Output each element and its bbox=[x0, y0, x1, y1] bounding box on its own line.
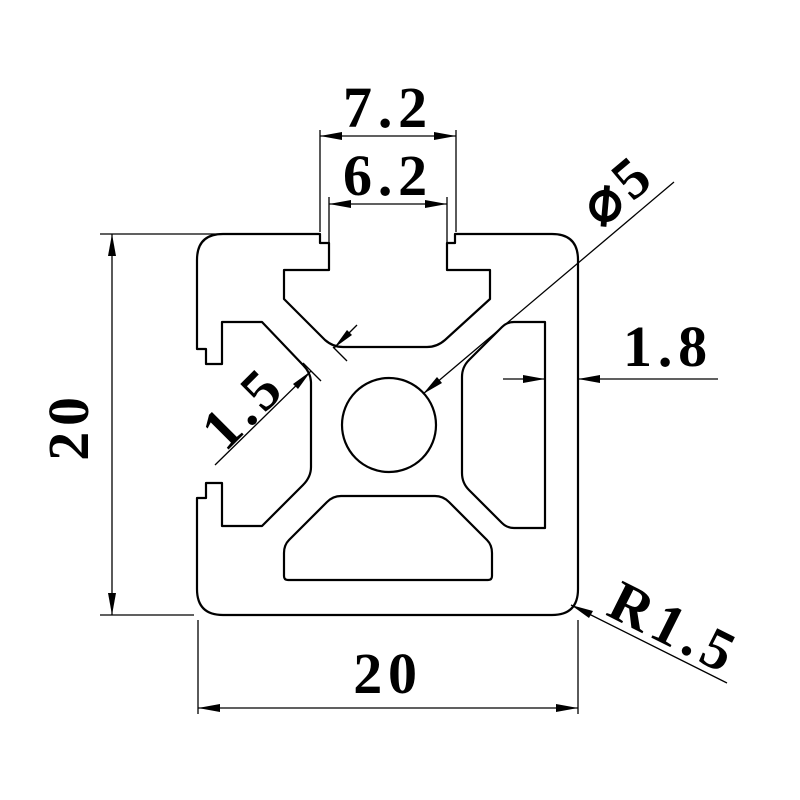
arrow-left-icon bbox=[578, 375, 600, 383]
arrow-up-icon bbox=[108, 234, 116, 256]
dim-corner-radius-label: R1.5 bbox=[599, 568, 751, 688]
dim-slot-outer-label: 7.2 bbox=[343, 75, 433, 140]
dim-web-thickness-label: 1.5 bbox=[188, 352, 298, 462]
web-dim-line-lower bbox=[214, 370, 312, 466]
arrow-down-left-icon bbox=[423, 377, 442, 394]
arrow-left-icon bbox=[329, 200, 351, 208]
dim-wall-thickness-label: 1.8 bbox=[623, 314, 713, 379]
dim-height-label: 20 bbox=[36, 391, 101, 461]
center-hole bbox=[340, 376, 438, 474]
arrow-left-icon bbox=[198, 704, 220, 712]
web-tick-lower bbox=[302, 362, 322, 382]
radius-leader-line bbox=[570, 604, 728, 684]
arrow-down-left-icon bbox=[334, 330, 352, 348]
dim-height: 20 bbox=[36, 233, 222, 616]
dim-web-thickness: 1.5 bbox=[188, 324, 358, 466]
hole-leader-line bbox=[422, 181, 675, 395]
profile-outline bbox=[195, 232, 580, 617]
dim-hole-diameter-label: ⌀5 bbox=[568, 140, 668, 238]
arrow-down-icon bbox=[108, 593, 116, 615]
right-cavity bbox=[460, 320, 547, 530]
dim-width: 20 bbox=[197, 620, 579, 714]
dim-corner-radius: R1.5 bbox=[570, 568, 751, 688]
dim-slot-outer: 7.2 bbox=[319, 75, 457, 232]
arrow-right-icon bbox=[434, 132, 456, 140]
dim-width-label: 20 bbox=[353, 641, 423, 706]
arrow-up-right-icon bbox=[293, 371, 311, 389]
dim-slot-inner: 6.2 bbox=[328, 143, 448, 246]
dim-wall-thickness: 1.8 bbox=[503, 314, 718, 383]
dim-slot-inner-label: 6.2 bbox=[343, 143, 433, 208]
bottom-cavity bbox=[282, 494, 494, 582]
arrow-right-icon bbox=[523, 375, 545, 383]
web-tick-upper bbox=[332, 346, 348, 362]
arrow-right-icon bbox=[425, 200, 447, 208]
arrow-right-icon bbox=[556, 704, 578, 712]
arrow-up-left-icon bbox=[571, 605, 593, 618]
arrow-left-icon bbox=[320, 132, 342, 140]
